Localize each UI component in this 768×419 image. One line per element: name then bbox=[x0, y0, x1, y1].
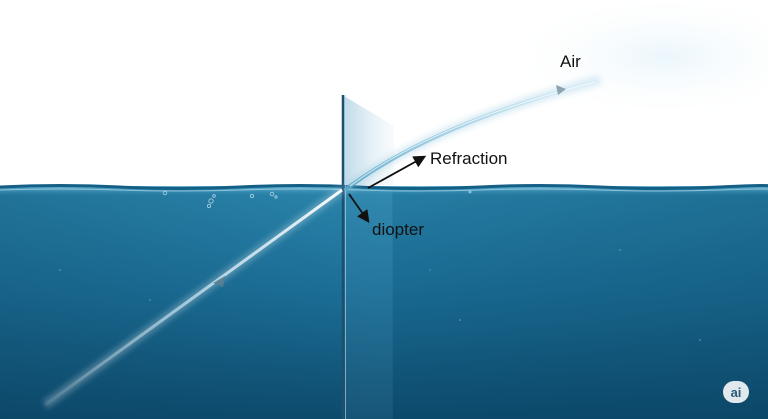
refracted-arrowhead-icon bbox=[556, 85, 566, 95]
bubble bbox=[468, 190, 472, 194]
water-surface-highlight bbox=[0, 188, 768, 192]
water-surface-line bbox=[0, 184, 768, 190]
bubble bbox=[249, 193, 254, 198]
bubble bbox=[274, 195, 278, 199]
bubble bbox=[162, 190, 168, 196]
incident-arrowhead-icon bbox=[213, 276, 225, 287]
water-right-tint bbox=[392, 190, 768, 419]
diopter-pane-underwater bbox=[345, 190, 393, 419]
speck bbox=[459, 319, 461, 321]
diopter-label: diopter bbox=[372, 220, 424, 239]
speck bbox=[619, 249, 621, 251]
air-label: Air bbox=[560, 52, 581, 71]
speck bbox=[149, 299, 151, 301]
refracted-beam-core bbox=[349, 81, 596, 187]
bubble bbox=[208, 198, 214, 204]
water-specks bbox=[59, 249, 701, 341]
refraction-label: Refraction bbox=[430, 149, 508, 168]
ai-badge-text: ai bbox=[730, 384, 742, 400]
speck bbox=[59, 269, 61, 271]
speck bbox=[429, 269, 431, 271]
speck bbox=[699, 339, 701, 341]
bubble bbox=[206, 203, 211, 208]
bubble bbox=[269, 191, 275, 197]
incident-beam bbox=[44, 188, 343, 407]
bubble bbox=[212, 194, 216, 198]
ai-badge-icon: ai bbox=[723, 381, 749, 403]
refraction-pointer-arrow bbox=[367, 155, 427, 189]
bubbles bbox=[162, 190, 472, 208]
diopter-pointer-arrow bbox=[348, 193, 370, 224]
water-depth-shade bbox=[0, 186, 768, 419]
